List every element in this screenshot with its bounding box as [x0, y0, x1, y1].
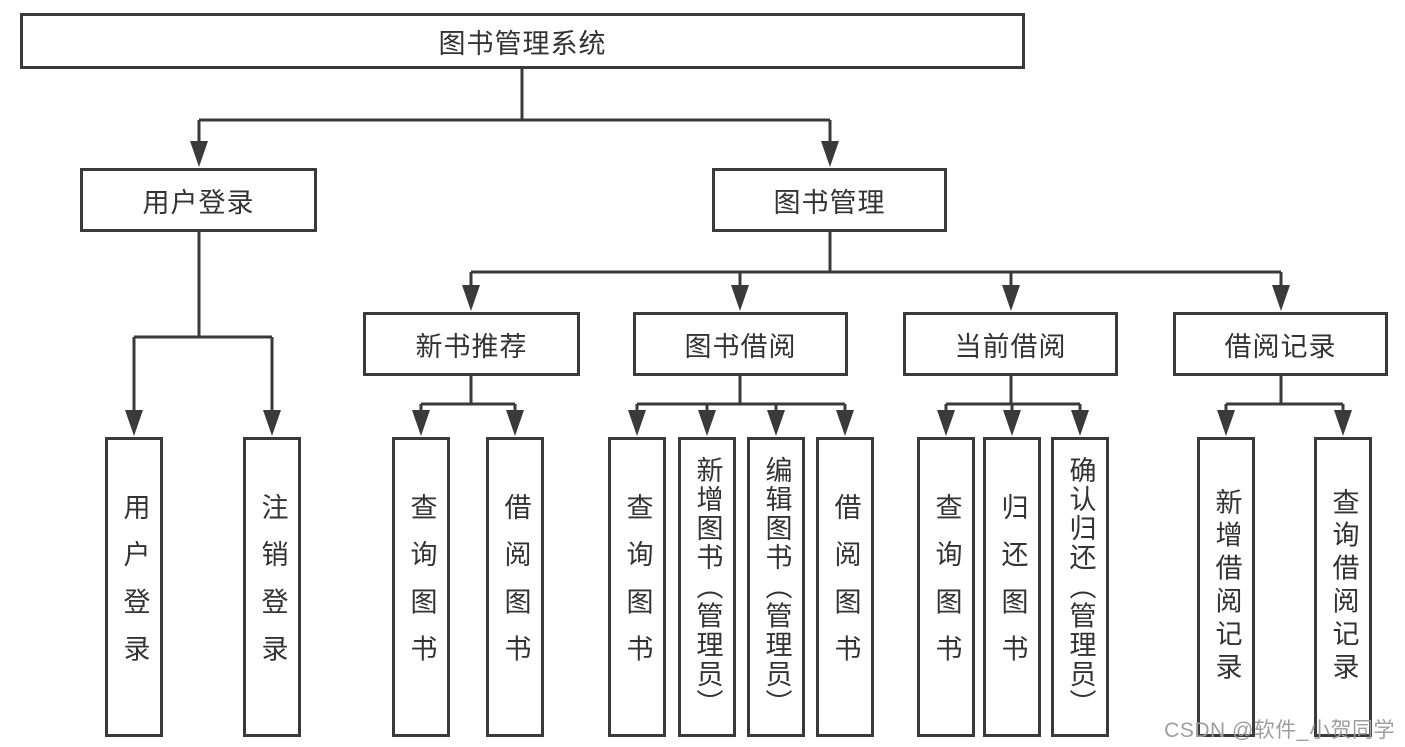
leaf-label: 用户登录 [119, 492, 150, 682]
leaf-query-borrow-record: 查询借阅记录 [1314, 437, 1372, 737]
leaf-add-borrow-record: 新增借阅记录 [1197, 437, 1255, 737]
node-label: 新书推荐 [415, 331, 528, 362]
leaf-label: 确认归还（管理员） [1065, 455, 1096, 719]
arrowhead [506, 410, 524, 436]
node-label: 图书管理 [773, 187, 886, 218]
arrowhead [462, 285, 480, 311]
leaf-label: 新增图书（管理员） [692, 455, 723, 719]
node-label: 图书借阅 [684, 331, 797, 362]
leaf-label: 查询图书 [622, 492, 653, 682]
connector-root-to-level2 [197, 68, 832, 144]
node-label: 图书管理系统 [438, 28, 607, 59]
leaf-query-books-1: 查询图书 [392, 437, 450, 737]
arrowhead [1071, 410, 1089, 436]
csdn-watermark: CSDN @软件_小贺同学 [1164, 719, 1395, 742]
node-label: 用户登录 [142, 187, 255, 218]
arrowhead [836, 410, 854, 436]
node-new-book-recommend: 新书推荐 [363, 312, 580, 376]
leaf-label: 归还图书 [997, 492, 1028, 682]
node-borrow-records: 借阅记录 [1173, 312, 1388, 376]
arrowhead [125, 410, 143, 436]
leaf-label: 查询图书 [406, 492, 437, 682]
arrowhead [698, 410, 716, 436]
leaf-label: 查询借阅记录 [1328, 488, 1359, 686]
arrowhead [263, 410, 281, 436]
arrowhead [1002, 285, 1020, 311]
arrowhead [1334, 410, 1352, 436]
node-label: 当前借阅 [954, 331, 1067, 362]
leaf-label: 借阅图书 [830, 492, 861, 682]
arrowhead [190, 141, 208, 167]
leaf-edit-books-admin: 编辑图书（管理员） [747, 437, 805, 737]
leaf-logout: 注销登录 [243, 437, 301, 737]
leaf-label: 新增借阅记录 [1211, 488, 1242, 686]
leaf-query-books-2: 查询图书 [608, 437, 666, 737]
arrowhead [731, 285, 749, 311]
connector-records-children [1224, 376, 1345, 412]
leaf-borrow-books-1: 借阅图书 [486, 437, 544, 737]
arrowhead [937, 410, 955, 436]
arrowhead [412, 410, 430, 436]
connector-borrow-children [635, 376, 847, 412]
node-library-management-system: 图书管理系统 [20, 13, 1025, 69]
leaf-return-books: 归还图书 [983, 437, 1041, 737]
connector-bookmgmt-children [469, 232, 1283, 287]
arrowhead [1217, 410, 1235, 436]
arrowhead [1272, 285, 1290, 311]
arrowhead [628, 410, 646, 436]
leaf-add-books-admin: 新增图书（管理员） [678, 437, 736, 737]
arrowhead [821, 141, 839, 167]
node-label: 借阅记录 [1224, 331, 1337, 362]
leaf-label: 注销登录 [257, 492, 288, 682]
leaf-borrow-books-2: 借阅图书 [816, 437, 874, 737]
leaf-label: 编辑图书（管理员） [761, 455, 792, 719]
connector-newbooks-children [419, 376, 517, 412]
leaf-user-login: 用户登录 [105, 437, 163, 737]
node-current-borrowing: 当前借阅 [903, 312, 1118, 376]
arrowhead [1003, 410, 1021, 436]
connector-current-children [944, 376, 1082, 412]
leaf-query-books-3: 查询图书 [917, 437, 975, 737]
node-user-login-branch: 用户登录 [80, 168, 317, 232]
node-book-management-branch: 图书管理 [712, 168, 947, 232]
leaf-label: 查询图书 [931, 492, 962, 682]
leaf-confirm-return-admin: 确认归还（管理员） [1051, 437, 1109, 737]
arrowhead [767, 410, 785, 436]
node-book-borrowing: 图书借阅 [633, 312, 848, 376]
leaf-label: 借阅图书 [500, 492, 531, 682]
connector-userlogin-children [132, 232, 274, 412]
